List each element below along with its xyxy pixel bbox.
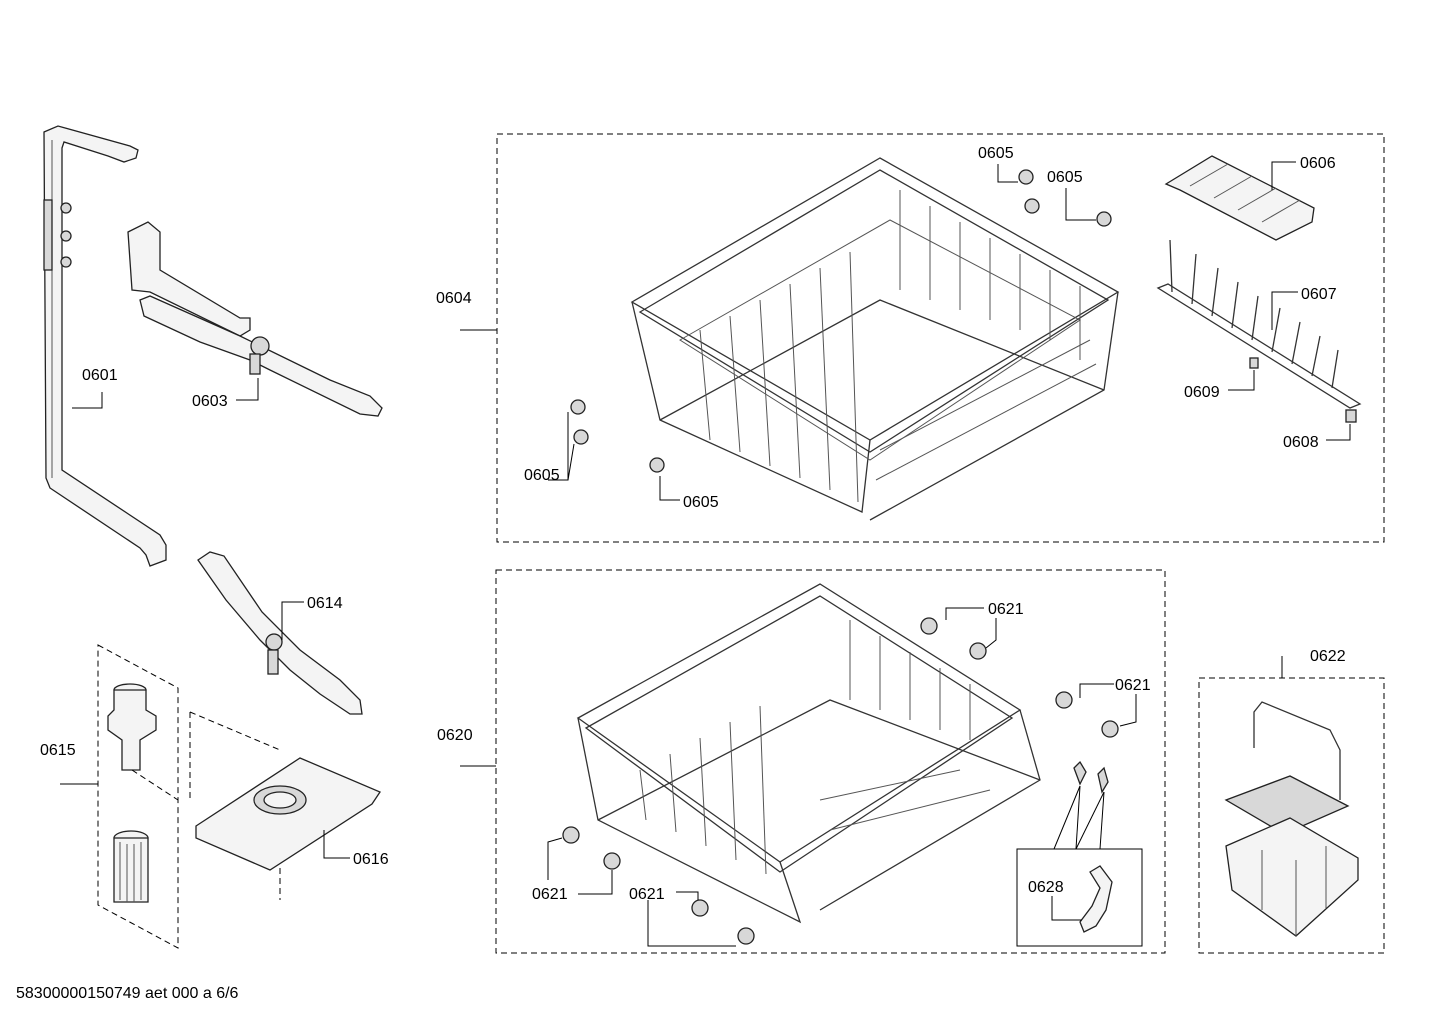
label-0628: 0628 bbox=[1028, 879, 1064, 896]
supply-pipe-part bbox=[43, 125, 167, 567]
upper-rack-tines bbox=[699, 190, 1097, 503]
label-0622: 0622 bbox=[1310, 648, 1346, 665]
label-0607: 0607 bbox=[1301, 286, 1337, 303]
cutlery-basket-group-frame bbox=[1198, 677, 1385, 954]
upper-rack-group-frame bbox=[496, 133, 1385, 543]
tine-row-part bbox=[1156, 239, 1362, 409]
label-0614: 0614 bbox=[307, 595, 343, 612]
filter-assembly-part bbox=[107, 683, 281, 903]
label-0621-a: 0621 bbox=[988, 601, 1024, 618]
label-0621-b: 0621 bbox=[1115, 677, 1151, 694]
label-0615: 0615 bbox=[40, 742, 76, 759]
label-0603: 0603 bbox=[192, 393, 228, 410]
upper-rack-part bbox=[630, 157, 1120, 521]
upper-spray-arm-part bbox=[127, 221, 383, 417]
lower-rack-tines bbox=[639, 620, 991, 875]
rack-clip-part bbox=[1073, 760, 1113, 933]
lower-rack-wheels bbox=[562, 617, 1119, 945]
label-0608: 0608 bbox=[1283, 434, 1319, 451]
label-0604: 0604 bbox=[436, 290, 472, 307]
lower-rack-group-frame bbox=[495, 569, 1166, 954]
cutlery-basket-part bbox=[1224, 701, 1359, 937]
label-0620: 0620 bbox=[437, 727, 473, 744]
label-0621-d: 0621 bbox=[629, 886, 665, 903]
lower-rack-part bbox=[576, 583, 1041, 924]
label-0616: 0616 bbox=[353, 851, 389, 868]
label-0621-c: 0621 bbox=[532, 886, 568, 903]
leader-lines bbox=[60, 161, 1351, 947]
label-0605-d: 0605 bbox=[683, 494, 719, 511]
label-0605-c: 0605 bbox=[524, 467, 560, 484]
label-0606: 0606 bbox=[1300, 155, 1336, 172]
clip-detail-frame bbox=[1016, 848, 1143, 947]
clip-0608-part bbox=[1345, 409, 1357, 423]
filter-group-frame bbox=[97, 644, 179, 949]
label-0605-a: 0605 bbox=[978, 145, 1014, 162]
label-0609: 0609 bbox=[1184, 384, 1220, 401]
lower-spray-arm-part bbox=[197, 551, 363, 715]
cup-shelf-part bbox=[1164, 155, 1315, 241]
flat-filter-part bbox=[195, 757, 381, 900]
upper-rack-wheels bbox=[570, 169, 1112, 473]
document-footer-code: 58300000150749 aet 000 a 6/6 bbox=[16, 985, 239, 1002]
clip-0609-part bbox=[1249, 357, 1259, 369]
label-0605-b: 0605 bbox=[1047, 169, 1083, 186]
label-0601: 0601 bbox=[82, 367, 118, 384]
